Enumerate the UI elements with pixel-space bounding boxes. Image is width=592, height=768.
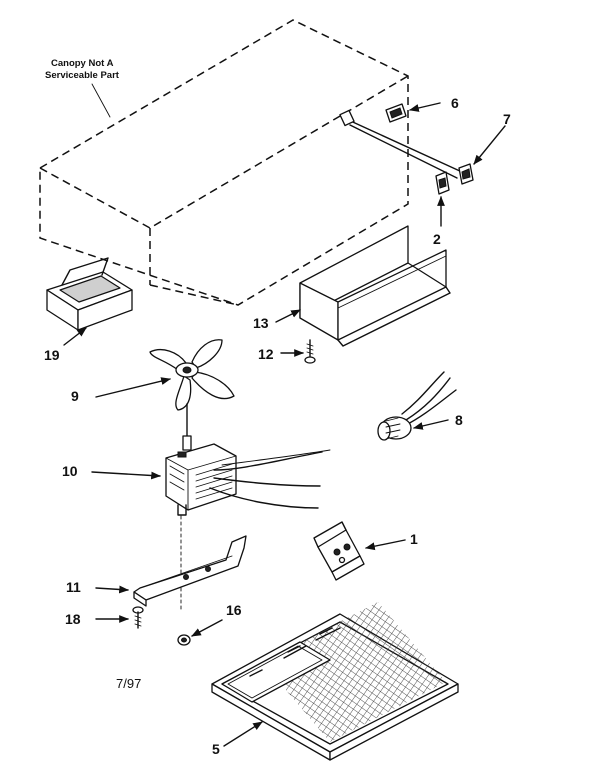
callout-8: 8 — [455, 412, 463, 428]
canopy-note-line2: Serviceable Part — [45, 70, 120, 81]
callout-12: 12 — [258, 346, 274, 362]
callout-9: 9 — [71, 388, 79, 404]
leader-13 — [275, 309, 301, 323]
callout-2: 2 — [433, 231, 441, 247]
callout-13: 13 — [253, 315, 269, 331]
part-16-nut — [177, 634, 191, 646]
leader-10 — [91, 471, 161, 480]
part-7-bracket — [458, 163, 474, 185]
part-8-light-socket — [377, 371, 457, 441]
leader-9 — [95, 377, 171, 398]
leader-1 — [365, 539, 406, 551]
canopy-note-leader — [91, 83, 111, 118]
callout-5: 5 — [212, 741, 220, 757]
leader-7 — [473, 125, 506, 165]
callout-6: 6 — [451, 95, 459, 111]
callout-11: 11 — [66, 579, 81, 595]
part-1-mounting-clip — [313, 521, 365, 581]
part-5-lens-panel — [211, 602, 459, 761]
leader-6 — [409, 102, 441, 112]
date-code: 7/97 — [116, 676, 141, 691]
shaft-collar — [182, 435, 192, 451]
leader-5 — [223, 721, 263, 747]
leader-19 — [63, 327, 87, 346]
leader-8 — [413, 419, 449, 430]
light-bar-rod — [339, 109, 463, 179]
callout-10: 10 — [62, 463, 78, 479]
callout-16: 16 — [226, 602, 242, 618]
callout-1: 1 — [410, 531, 418, 547]
canopy-note-line1: Canopy Not A — [51, 58, 114, 69]
part-9-fan-blade — [149, 339, 235, 411]
callout-7: 7 — [503, 111, 511, 127]
part-19-box — [46, 257, 133, 331]
part-11-motor-bracket — [133, 535, 247, 607]
leader-16 — [191, 619, 223, 637]
callout-19: 19 — [44, 347, 60, 363]
part-6-switch — [385, 103, 407, 123]
part-13-light-shield — [299, 225, 451, 347]
part-2-bracket — [435, 171, 450, 195]
callout-18: 18 — [65, 611, 81, 627]
canopy-outline — [39, 19, 409, 306]
part-12-screw — [304, 339, 316, 364]
part-18-screw — [132, 606, 144, 629]
leader-11 — [95, 585, 129, 594]
part-10-fan-motor — [165, 443, 331, 516]
